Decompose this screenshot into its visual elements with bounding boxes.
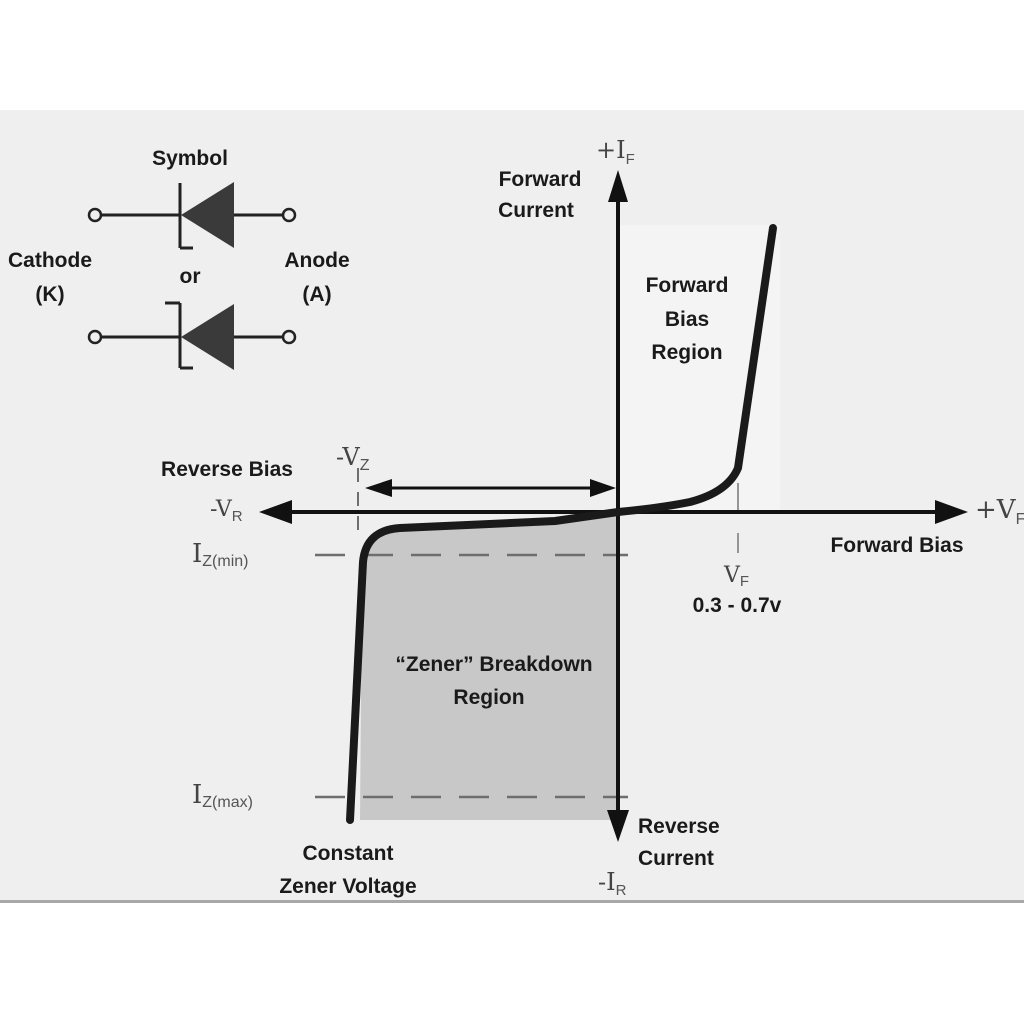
vz-span-right-arrow	[590, 479, 616, 497]
x-axis-left-arrow	[259, 500, 292, 524]
izmax-label: IZ(max)	[192, 780, 253, 811]
zener-symbol-bottom	[87, 301, 297, 370]
vz-span-left-arrow	[365, 479, 392, 497]
constant-zener-label-2: Zener Voltage	[279, 875, 416, 898]
x-pos-symbol: +VF	[975, 495, 1024, 528]
reverse-current-label-1: Reverse	[638, 815, 720, 838]
symbol-title: Symbol	[152, 147, 228, 170]
cathode-label: Cathode	[8, 249, 92, 272]
anode-abbr: (A)	[302, 283, 331, 306]
y-neg-symbol: -IR	[598, 868, 627, 899]
forward-current-label-1: Forward	[499, 168, 582, 191]
vf-range-label: 0.3 - 0.7v	[693, 594, 782, 617]
reverse-bias-label: Reverse Bias	[161, 458, 293, 481]
vf-label: VF	[723, 563, 749, 590]
x-axis-right-arrow	[935, 500, 968, 524]
x-neg-symbol: -VR	[210, 497, 243, 525]
forward-region-label-3: Region	[651, 341, 722, 364]
izmin-label: IZ(min)	[192, 539, 249, 570]
zener-symbol-top	[87, 182, 297, 250]
forward-region-label-2: Bias	[665, 308, 709, 331]
zener-breakdown-region-fill	[360, 512, 618, 820]
or-label: or	[180, 265, 201, 288]
zener-region-label-2: Region	[453, 686, 524, 709]
constant-zener-label-1: Constant	[303, 842, 394, 865]
anode-label: Anode	[284, 249, 349, 272]
y-axis-down-arrow	[607, 810, 629, 842]
vz-label: -VZ	[336, 443, 370, 474]
iv-characteristic-curve	[346, 224, 777, 824]
y-pos-symbol: +IF	[596, 136, 635, 168]
zener-region-label-1: “Zener” Breakdown	[395, 653, 592, 676]
reverse-current-label-2: Current	[638, 847, 714, 870]
forward-region-label-1: Forward	[646, 274, 729, 297]
cathode-abbr: (K)	[35, 283, 64, 306]
forward-current-label-2: Current	[498, 199, 574, 222]
y-axis-up-arrow	[608, 170, 628, 202]
forward-bias-label: Forward Bias	[830, 534, 963, 557]
